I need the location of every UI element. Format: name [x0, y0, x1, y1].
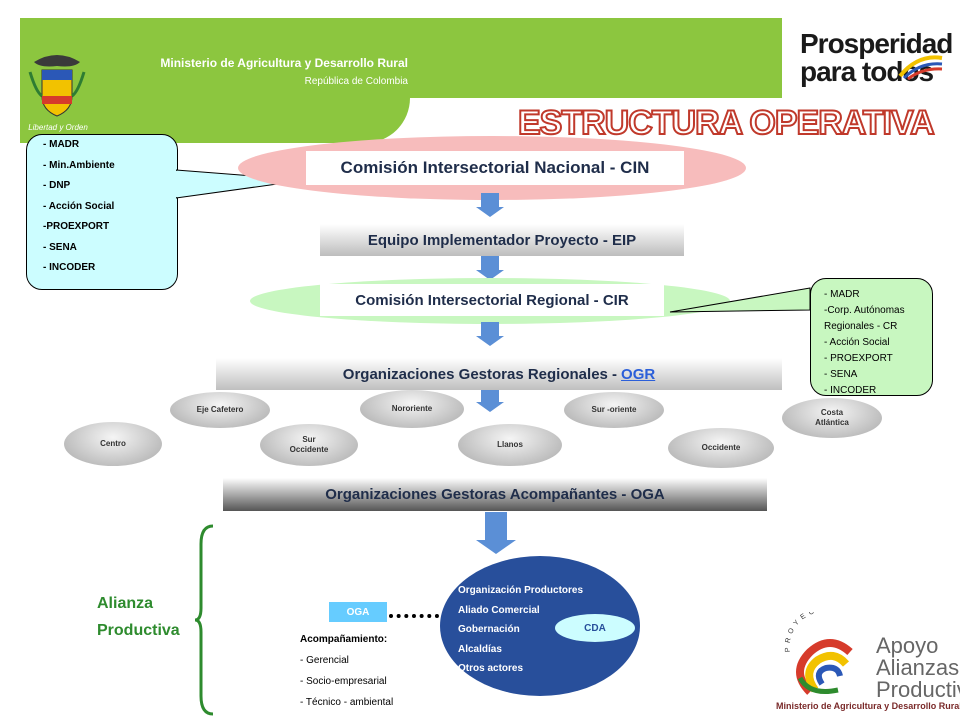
- callout-regional-members: - MADR -Corp. Autónomas Regionales - CR …: [810, 278, 933, 396]
- list-item: - SENA: [43, 241, 77, 253]
- list-item: Regionales - CR: [824, 321, 898, 332]
- list-item: - MADR: [43, 139, 80, 150]
- eip-label: Equipo Implementador Proyecto - EIP: [320, 224, 684, 256]
- list-item: - Técnico - ambiental: [300, 697, 394, 708]
- apoyo-line2: Alianzas: [876, 655, 960, 680]
- acompanamiento-heading: Acompañamiento:: [300, 634, 388, 645]
- ogr-text: Organizaciones Gestoras Regionales -: [342, 365, 618, 383]
- cda-ellipse: CDA: [555, 614, 635, 642]
- region-label: Occidente: [701, 443, 741, 453]
- region-label-line: Sur: [302, 435, 316, 445]
- region-label: Nororiente: [391, 404, 433, 414]
- ministry-name: Ministerio de Agricultura y Desarrollo R…: [160, 56, 408, 70]
- prosperidad-line1: Prosperidad: [800, 28, 953, 59]
- ogr-label: Organizaciones Gestoras Regionales - OGR: [216, 358, 782, 390]
- region-label: Sur -oriente: [591, 405, 637, 415]
- prosperidad-swoosh-icon: [898, 55, 943, 80]
- header-banner: [20, 18, 782, 98]
- list-item: - INCODER: [43, 262, 96, 273]
- callout-pointer-right: [669, 287, 811, 313]
- republic-name: República de Colombia: [304, 76, 408, 87]
- list-item: - Acción Social: [824, 337, 890, 348]
- apoyo-line3: Productivas: [876, 677, 960, 702]
- region-label: Llanos: [497, 440, 523, 450]
- acompanamiento-list: Acompañamiento: - Gerencial - Socio-empr…: [300, 629, 393, 713]
- region-centro: Centro: [64, 422, 162, 466]
- oga-label: Organizaciones Gestoras Acompañantes - O…: [223, 478, 767, 511]
- callout-national-members: - MADR - Min.Ambiente - DNP - Acción Soc…: [26, 134, 178, 290]
- list-item: -PROEXPORT: [43, 221, 110, 232]
- cir-label: Comisión Intersectorial Regional - CIR: [320, 284, 664, 316]
- curly-brace-icon: [195, 524, 214, 716]
- ministerio-footer: Ministerio de Agricultura y Desarrollo R…: [776, 701, 960, 711]
- oga-small-box: OGA: [329, 602, 387, 622]
- list-item: -Corp. Autónomas: [824, 305, 905, 316]
- down-arrow-icon: [476, 256, 504, 280]
- region-eje-cafetero: Eje Cafetero: [170, 392, 270, 428]
- motto-text: Libertad y Orden: [28, 123, 88, 132]
- apoyo-line1: Apoyo: [876, 633, 939, 658]
- list-item: Aliado Comercial: [458, 604, 540, 616]
- down-arrow-icon: [476, 193, 504, 217]
- region-nororiente: Nororiente: [360, 390, 464, 428]
- list-item: Gobernación: [458, 624, 520, 635]
- list-item: - INCODER: [824, 385, 877, 396]
- region-sur-oriente: Sur -oriente: [564, 392, 664, 428]
- alliance-members-list: Organización Productores Aliado Comercia…: [458, 581, 583, 679]
- page-title: ESTRUCTURA OPERATIVA: [517, 103, 936, 143]
- down-arrow-icon: [476, 512, 516, 554]
- alianza-line2: Productiva: [97, 622, 180, 639]
- region-label-line: Costa: [820, 408, 844, 418]
- region-label: Eje Cafetero: [196, 405, 244, 415]
- apoyo-alianzas-swirl-icon: PROYECTO: [785, 612, 853, 695]
- list-item: Otros actores: [458, 663, 524, 674]
- ogr-link[interactable]: OGR: [621, 365, 656, 383]
- cin-label: Comisión Intersectorial Nacional - CIN: [306, 151, 684, 185]
- region-label-line: Occidente: [289, 445, 329, 454]
- list-item: Organización Productores: [458, 585, 584, 596]
- list-item: - DNP: [43, 180, 71, 191]
- alianza-line1: Alianza: [97, 595, 154, 612]
- dotted-connector: [389, 604, 439, 618]
- region-label-line: Atlántica: [815, 418, 849, 427]
- alianza-productiva-label: Alianza Productiva: [97, 590, 180, 644]
- list-item: - SENA: [824, 369, 858, 380]
- down-arrow-icon: [476, 390, 504, 412]
- list-item: - MADR: [824, 289, 860, 300]
- region-label: Centro: [100, 439, 126, 449]
- list-item: - Gerencial: [300, 655, 349, 666]
- list-item: - PROEXPORT: [824, 353, 893, 364]
- list-item: - Acción Social: [43, 200, 115, 212]
- list-item: - Min.Ambiente: [43, 159, 115, 171]
- down-arrow-icon: [476, 322, 504, 346]
- colombia-coat-of-arms-icon: [28, 55, 86, 117]
- region-occidente: Occidente: [668, 428, 774, 468]
- list-item: - Socio-empresarial: [300, 676, 387, 687]
- region-llanos: Llanos: [458, 424, 562, 466]
- callout-pointer-left: [176, 169, 307, 199]
- list-item: Alcaldías: [458, 643, 502, 655]
- apoyo-alianzas-wordmark: Apoyo Alianzas Productivas: [876, 635, 960, 701]
